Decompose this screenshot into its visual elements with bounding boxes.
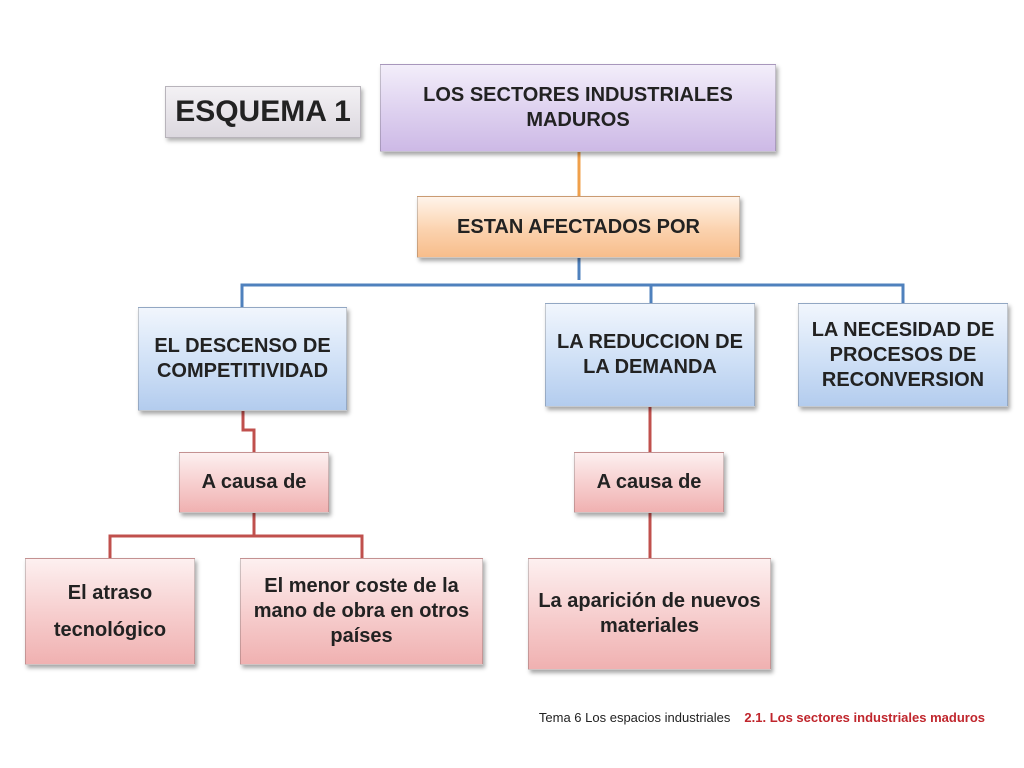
connector-node-competitividad: A causa de: [179, 452, 329, 513]
connector-node-label: A causa de: [596, 471, 702, 493]
footer-topic: Tema 6 Los espacios industriales: [538, 710, 731, 725]
relation-node-label: ESTAN AFECTADOS POR: [457, 215, 700, 238]
reason-node-mano-de-obra: El menor coste de la mano de obra en otr…: [240, 558, 483, 665]
reason-node-label: El menor coste de la mano de obra en otr…: [253, 575, 470, 647]
reason-node-materiales: La aparición de nuevos materiales: [528, 558, 771, 670]
diagram-title: ESQUEMA 1: [165, 86, 361, 138]
cause-node-demanda: LA REDUCCION DE LA DEMANDA: [545, 303, 755, 407]
connector-node-label: A causa de: [201, 471, 307, 493]
reason-node-atraso: El atraso tecnológico: [25, 558, 195, 665]
cause-node-label: EL DESCENSO DE COMPETITIVIDAD: [154, 335, 331, 382]
connector-relation-to-causes: [240, 258, 905, 307]
connector-competitividad-to-acausa: [241, 411, 256, 452]
diagram-title-text: ESQUEMA 1: [175, 95, 351, 128]
root-node: LOS SECTORES INDUSTRIALES MADUROS: [380, 64, 776, 152]
footer: Tema 6 Los espacios industriales 2.1. Los…: [0, 710, 985, 725]
cause-node-competitividad: EL DESCENSO DE COMPETITIVIDAD: [138, 307, 347, 411]
cause-node-label: LA REDUCCION DE LA DEMANDA: [557, 331, 743, 378]
cause-node-reconversion: LA NECESIDAD DE PROCESOS DE RECONVERSION: [798, 303, 1008, 407]
footer-section: 2.1. Los sectores industriales maduros: [744, 710, 985, 725]
relation-node: ESTAN AFECTADOS POR: [417, 196, 740, 258]
cause-node-label: LA NECESIDAD DE PROCESOS DE RECONVERSION: [811, 318, 995, 391]
connector-node-demanda: A causa de: [574, 452, 724, 513]
reason-node-label: La aparición de nuevos materiales: [538, 590, 761, 637]
reason-node-label: El atraso tecnológico: [53, 581, 167, 641]
connector-acausa-to-reasons: [108, 513, 364, 558]
root-node-label: LOS SECTORES INDUSTRIALES MADUROS: [423, 84, 733, 131]
